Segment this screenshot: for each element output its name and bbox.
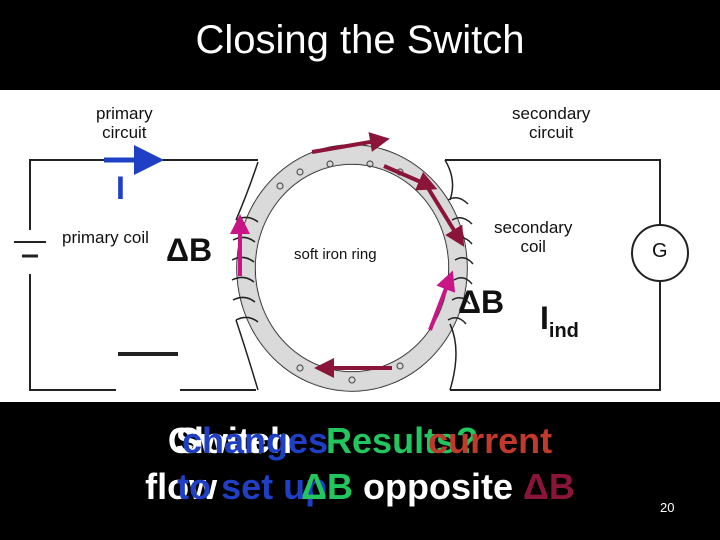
- soft-iron-ring: [236, 144, 468, 392]
- slide-title: Closing the Switch: [195, 18, 525, 62]
- caption-switch: Switch: [175, 420, 292, 461]
- caption-to-set-up: to set up: [177, 466, 328, 507]
- current-label: I: [116, 170, 125, 206]
- secondary-circuit-label: secondary circuit: [512, 104, 591, 142]
- induced-current-subscript: ind: [548, 320, 579, 342]
- caption-delta-b-green: ΔB: [301, 466, 353, 507]
- primary-circuit-label: primary circuit: [96, 104, 153, 142]
- delta-b-label-right: ΔB: [458, 284, 505, 320]
- caption-opposite: opposite: [363, 466, 513, 507]
- induced-current-label: Iind: [540, 300, 579, 343]
- battery-icon: [14, 230, 46, 274]
- caption-flow: flow: [145, 466, 218, 507]
- coil-winding-dots: [276, 160, 429, 384]
- secondary-circuit-wire: [445, 159, 661, 391]
- caption-line-2: flow to set up ΔB opposite ΔB: [0, 466, 720, 508]
- transformer-diagram: primary circuit secondary circuit primar…: [0, 90, 720, 402]
- flux-arrows: [311, 132, 465, 378]
- primary-coil-label: primary coil: [62, 228, 149, 247]
- galvanometer-label: G: [652, 240, 668, 262]
- caption-current: current: [428, 420, 553, 461]
- secondary-coil: [444, 159, 474, 391]
- galvanometer-icon: [631, 224, 689, 282]
- caption-results: Results?: [326, 420, 479, 461]
- title-bar: Closing the Switch: [0, 0, 720, 90]
- delta-b-label-left: ΔB: [166, 232, 213, 268]
- page-number: 20: [660, 500, 675, 515]
- circuit-drawing: [14, 132, 689, 400]
- caption-delta-b-red: ΔB: [523, 466, 575, 507]
- caption-close: Close: [167, 420, 266, 461]
- caption-line-1: Close Switch changes Results? current: [0, 420, 720, 462]
- soft-iron-ring-label: soft iron ring: [294, 246, 377, 263]
- switch-icon: [112, 352, 180, 400]
- secondary-coil-label: secondary coil: [494, 218, 573, 256]
- delta-b-arrow-right: [428, 270, 456, 331]
- induced-current-main: I: [540, 300, 549, 336]
- caption-changes: changes: [181, 420, 329, 461]
